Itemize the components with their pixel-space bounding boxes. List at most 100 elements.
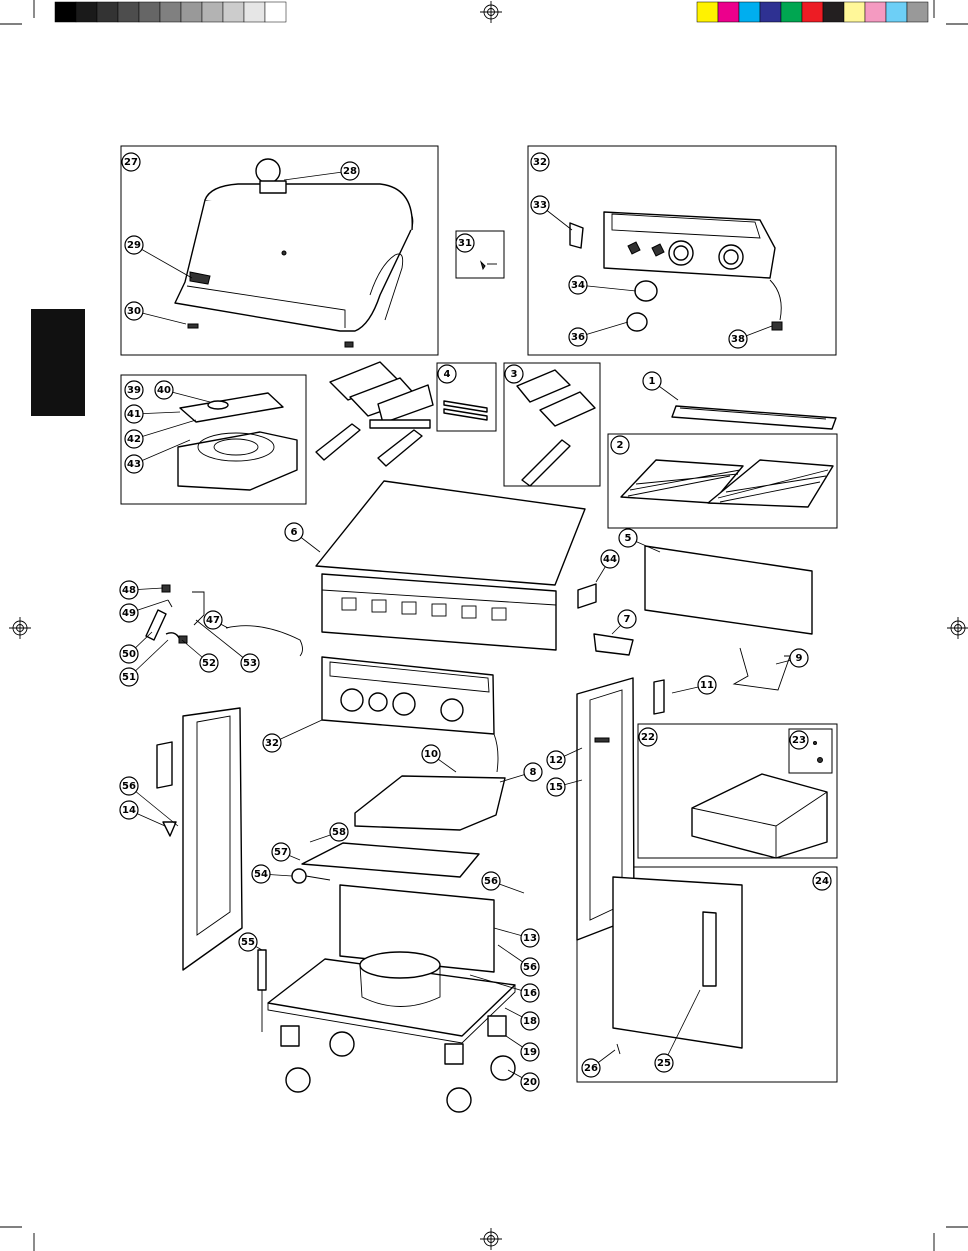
rear-bracket [577, 583, 597, 609]
gray-swatch [264, 1, 287, 23]
igniter-wire [257, 949, 267, 1032]
control-panel [321, 656, 499, 773]
callout-label: 6 [291, 527, 298, 538]
drawer-panel [637, 723, 838, 859]
leader-line [133, 439, 191, 465]
callout-label: 11 [700, 680, 714, 691]
leader-line [133, 419, 197, 440]
callout-label: 25 [657, 1058, 671, 1069]
leader-line [577, 284, 637, 292]
control-knob [634, 280, 658, 302]
callout-label: 9 [796, 653, 803, 664]
callout-c55: 55 [238, 932, 258, 952]
callout-label: 18 [523, 1016, 537, 1027]
wire-connector [771, 321, 783, 331]
leader-line [469, 974, 531, 994]
screw-detail-panel [455, 230, 505, 279]
callout-c22: 22 [638, 727, 658, 747]
color-swatch [843, 1, 866, 23]
callout-c32b: 32 [262, 733, 282, 753]
callout-c27: 27 [121, 152, 141, 172]
grayscale-color-bar [54, 1, 287, 23]
tank-ring [359, 951, 441, 1007]
callout-label: 16 [523, 988, 537, 999]
igniter-module [291, 868, 331, 884]
callout-label: 13 [523, 933, 537, 944]
callout-label: 29 [127, 240, 141, 251]
callout-label: 5 [625, 533, 632, 544]
callout-label: 30 [127, 306, 141, 317]
callout-c11: 11 [697, 675, 717, 695]
callout-label: 38 [731, 334, 745, 345]
rear-cart-panel [339, 884, 495, 973]
callout-c56b: 56 [481, 871, 501, 891]
callout-label: 56 [484, 876, 498, 887]
callout-label: 51 [122, 672, 136, 683]
callout-c56a: 56 [119, 776, 139, 796]
callout-label: 57 [274, 847, 288, 858]
callout-c39: 39 [124, 380, 144, 400]
callout-label: 33 [533, 200, 547, 211]
storage-drawer [691, 773, 828, 859]
color-swatch [759, 1, 782, 23]
callout-label: 8 [530, 767, 537, 778]
callout-label: 42 [127, 434, 141, 445]
callout-label: 4 [444, 369, 451, 380]
lid [174, 183, 414, 332]
callout-label: 2 [617, 440, 624, 451]
igniter-detail-panel [436, 362, 497, 432]
callout-label: 10 [424, 749, 438, 760]
callout-c6: 6 [284, 522, 304, 542]
callout-label: 56 [122, 781, 136, 792]
gray-swatch [201, 1, 224, 23]
color-swatch [885, 1, 908, 23]
callout-label: 1 [649, 376, 656, 387]
callout-c9: 9 [789, 648, 809, 668]
callout-c31: 31 [455, 233, 475, 253]
callout-c49: 49 [119, 603, 139, 623]
callout-label: 26 [584, 1063, 598, 1074]
callout-c15: 15 [546, 777, 566, 797]
warming-rack [671, 405, 837, 430]
callout-c36: 36 [568, 327, 588, 347]
callout-c38: 38 [728, 329, 748, 349]
back-panel [644, 545, 813, 635]
callout-c1: 1 [642, 371, 662, 391]
callout-c30: 30 [124, 301, 144, 321]
firebox [315, 480, 586, 651]
callout-c14: 14 [119, 800, 139, 820]
control-panel-assembly-panel [527, 145, 837, 356]
registration-mark-right [947, 617, 968, 639]
igniter-button [569, 222, 584, 249]
callout-c44: 44 [600, 549, 620, 569]
igniter-electrode [443, 400, 488, 421]
callout-c2: 2 [610, 435, 630, 455]
callout-c56c: 56 [520, 957, 540, 977]
process-color-bar [696, 1, 929, 23]
gray-swatch [96, 1, 119, 23]
callout-c50: 50 [119, 644, 139, 664]
callout-c32a: 32 [530, 152, 550, 172]
callout-c53: 53 [240, 653, 260, 673]
gray-swatch [117, 1, 140, 23]
callout-label: 41 [127, 409, 141, 420]
lid-handle-bracket [189, 271, 211, 285]
heat-shields-and-burners [315, 361, 434, 467]
leader-line [283, 170, 351, 181]
callout-c18: 18 [520, 1011, 540, 1031]
callout-label: 24 [815, 876, 829, 887]
casters [280, 1015, 516, 1113]
callout-c28: 28 [340, 161, 360, 181]
color-swatch [822, 1, 845, 23]
base-tray [267, 958, 516, 1044]
callout-c26: 26 [581, 1058, 601, 1078]
gray-swatch [75, 1, 98, 23]
leader-line [663, 989, 701, 1064]
gray-swatch [222, 1, 245, 23]
door-screw [616, 1043, 621, 1055]
section-tab [31, 309, 85, 416]
callout-label: 32 [533, 157, 547, 168]
callout-c25: 25 [654, 1053, 674, 1073]
